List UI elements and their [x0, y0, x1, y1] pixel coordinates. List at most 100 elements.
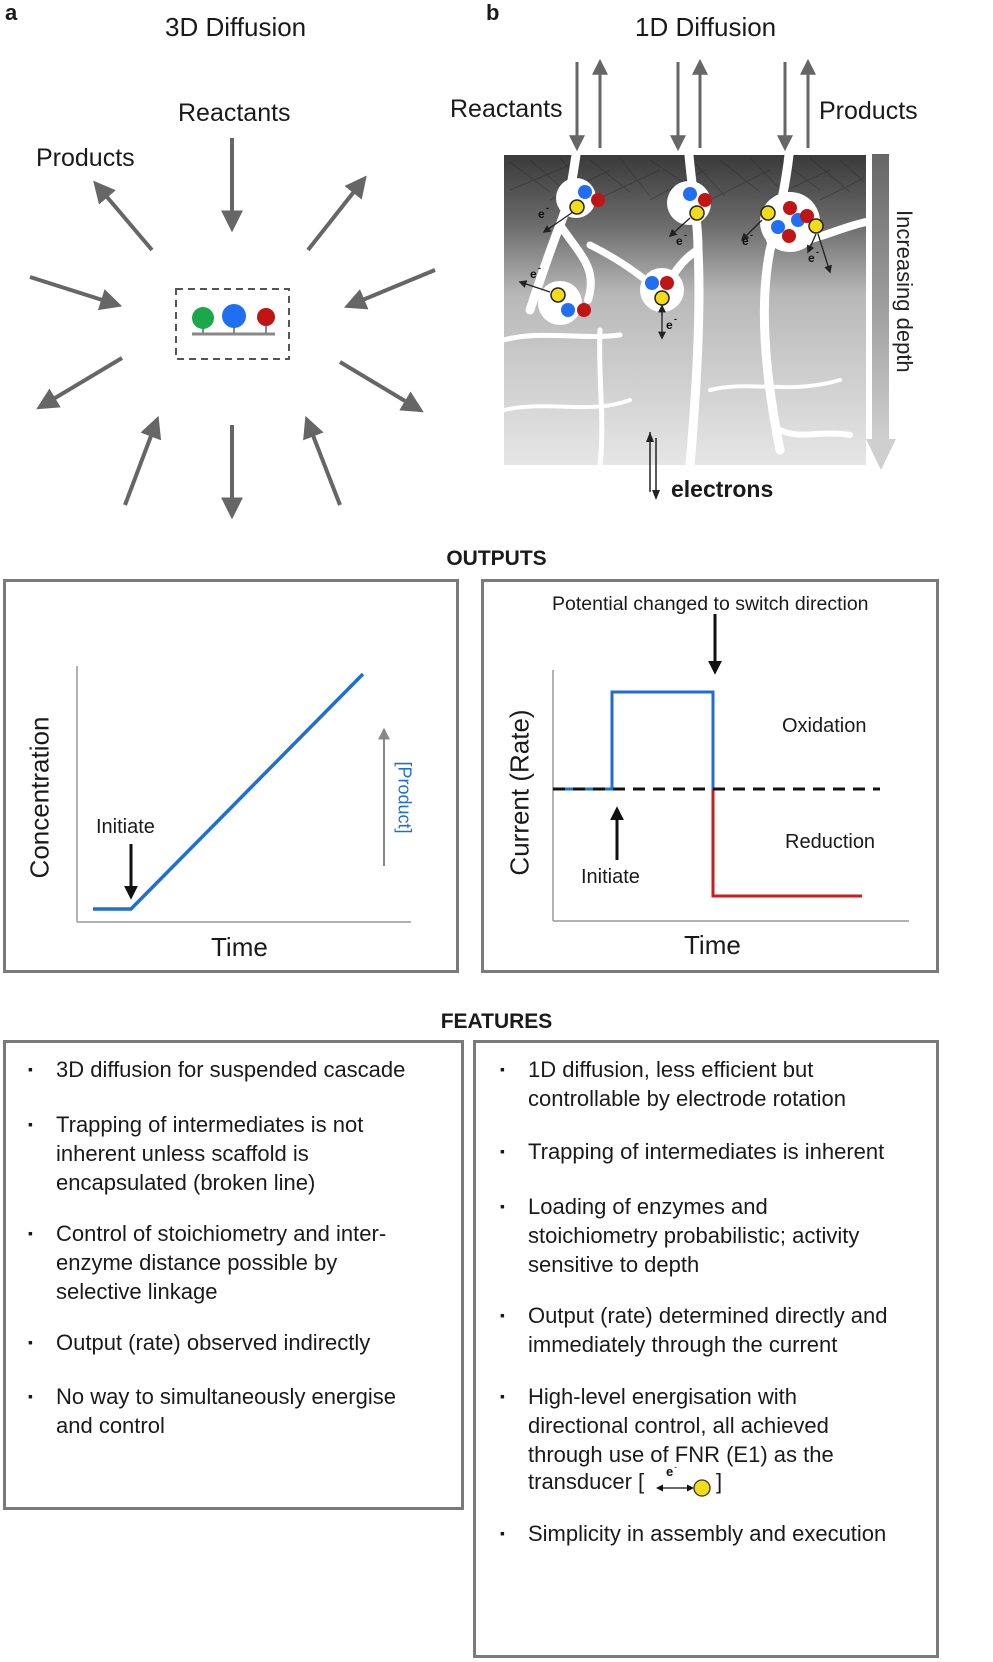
svg-text:-: -: [816, 247, 819, 257]
enzyme-cluster-1: [569, 185, 605, 215]
product-arrow-top-left: [93, 180, 154, 252]
scaffold-box: [175, 288, 290, 360]
blue-enzyme: [222, 304, 246, 328]
svg-text:e: e: [530, 267, 537, 281]
reduction-line: [711, 789, 862, 898]
panel-b-letter: b: [486, 0, 500, 25]
svg-text:e: e: [742, 234, 749, 248]
reactant-arrow-bottom-left: [123, 415, 162, 506]
bullet-icon: ▪: [500, 1198, 505, 1214]
enzyme-cluster-2: [683, 187, 712, 221]
feature-line: Simplicity in assembly and execution: [528, 1521, 887, 1546]
feature-line: immediately through the current: [528, 1332, 838, 1357]
panel-a-diagram: [29, 138, 436, 520]
features-title: FEATURES: [440, 1010, 553, 1033]
feature-line: Loading of enzymes and: [528, 1194, 768, 1219]
reactant-arrow-right: [343, 268, 436, 310]
output-left-box: Concentration Time Initiate [Product]: [3, 579, 459, 973]
initiate-label-right: Initiate: [581, 866, 640, 888]
svg-text:-: -: [750, 230, 753, 240]
enzyme-cluster-5: [645, 276, 674, 306]
panel-b-products-label: Products: [819, 97, 918, 125]
feature-line: Trapping of intermediates is inherent: [528, 1139, 885, 1164]
bullet-icon: ▪: [28, 1116, 33, 1132]
enzyme-cluster-4: [550, 287, 591, 317]
feature-line: encapsulated (broken line): [56, 1170, 316, 1195]
oxidation-line: [553, 690, 715, 791]
switch-annotation: Potential changed to switch direction: [552, 593, 869, 615]
transducer-text: transducer [: [528, 1469, 645, 1494]
reduction-label: Reduction: [785, 831, 876, 853]
panel-b-diagram: e- e- e- e- e- e-: [501, 58, 896, 500]
oxidation-label: Oxidation: [782, 715, 867, 737]
panel-a-products-label: Products: [36, 144, 135, 172]
feature-line: enzyme distance possible by: [56, 1250, 338, 1275]
bullet-icon: ▪: [28, 1225, 33, 1241]
panel-a-letter: a: [5, 0, 18, 25]
feature-line: controllable by electrode rotation: [528, 1086, 846, 1111]
features-left-box: [3, 1040, 464, 1510]
bullet-icon: ▪: [28, 1388, 33, 1404]
green-enzyme: [192, 307, 214, 329]
svg-text:e: e: [666, 1464, 673, 1479]
depth-arrow-shaft: [872, 154, 889, 439]
feature-line: Output (rate) determined directly and: [528, 1303, 888, 1328]
concentration-chart: [76, 666, 411, 923]
feature-line: stoichiometry probabilistic; activity: [528, 1223, 860, 1248]
feature-line: High-level energisation with: [528, 1384, 798, 1409]
transducer-suffix: ]: [716, 1469, 723, 1494]
svg-text:-: -: [684, 230, 687, 240]
transducer-icon: e -: [656, 1462, 711, 1497]
product-line: [93, 672, 365, 911]
reactant-arrow-bottom-right: [303, 415, 342, 506]
svg-text:e: e: [676, 234, 683, 248]
bullet-icon: ▪: [500, 1307, 505, 1323]
bullet-icon: ▪: [28, 1334, 33, 1350]
bullet-icon: ▪: [500, 1061, 505, 1077]
panel-a-title: 3D Diffusion: [165, 12, 307, 42]
bullet-icon: ▪: [500, 1143, 505, 1159]
feature-line: selective linkage: [56, 1279, 218, 1304]
svg-text:e: e: [666, 318, 673, 332]
concentration-ylabel: Concentration: [24, 716, 55, 879]
enzyme-cluster-3: [760, 201, 824, 243]
electron-label: e: [538, 207, 545, 221]
panel-b-reactants-label: Reactants: [450, 95, 563, 123]
features-right-box: [473, 1040, 939, 1658]
feature-line: and control: [56, 1413, 165, 1438]
bullet-icon: ▪: [500, 1388, 505, 1404]
feature-line: Control of stoichiometry and inter-: [56, 1221, 387, 1246]
depth-arrow-head: [866, 439, 896, 470]
feature-line: sensitive to depth: [528, 1252, 700, 1277]
feature-line: 1D diffusion, less efficient but: [528, 1057, 814, 1082]
bullet-icon: ▪: [28, 1061, 33, 1077]
feature-line: 3D diffusion for suspended cascade: [56, 1057, 406, 1082]
depth-label: Increasing depth: [892, 210, 917, 373]
panel-b-title: 1D Diffusion: [635, 12, 777, 42]
output-right-box: Potential changed to switch direction Cu…: [481, 579, 939, 973]
feature-line: inherent unless scaffold is: [56, 1141, 309, 1166]
product-arrow-left: [36, 356, 124, 410]
feature-line: through use of FNR (E1) as the: [528, 1442, 834, 1467]
product-arrow-right: [338, 360, 424, 413]
outputs-title: OUTPUTS: [446, 547, 547, 570]
svg-text:-: -: [674, 1462, 677, 1472]
svg-text:-: -: [674, 314, 677, 324]
red-enzyme: [257, 308, 275, 326]
current-xlabel: Time: [684, 930, 741, 960]
initiate-label-left: Initiate: [96, 816, 155, 838]
feature-line: Trapping of intermediates is not: [56, 1112, 364, 1137]
feature-line: No way to simultaneously energise: [56, 1384, 396, 1409]
electrons-label: electrons: [671, 476, 774, 502]
concentration-xlabel: Time: [211, 932, 268, 962]
feature-line: Output (rate) observed indirectly: [56, 1330, 371, 1355]
svg-text:-: -: [538, 263, 541, 273]
svg-text:e: e: [808, 251, 815, 265]
svg-text:-: -: [546, 203, 549, 213]
current-ylabel: Current (Rate): [504, 709, 535, 876]
product-arrow-top-right: [306, 175, 367, 252]
feature-line: directional control, all achieved: [528, 1413, 829, 1438]
panel-a-reactants-label: Reactants: [178, 99, 291, 127]
bullet-icon: ▪: [500, 1525, 505, 1541]
product-side-label: [Product]: [394, 761, 415, 834]
